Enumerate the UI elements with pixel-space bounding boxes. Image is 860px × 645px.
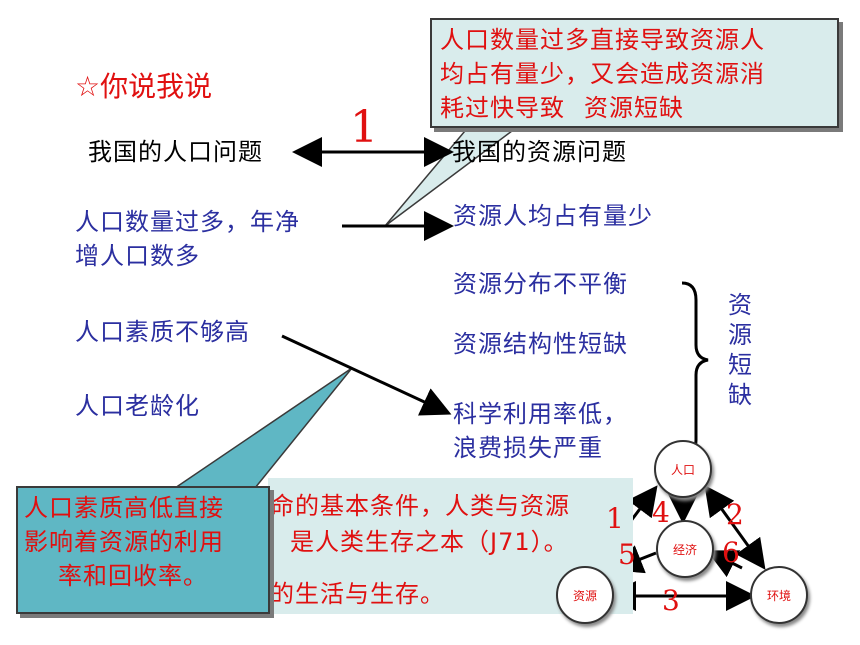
callout-bottom-line-3: 率和回收率。 xyxy=(58,562,208,590)
right-header: 我国的资源问题 xyxy=(452,138,627,166)
partial-text-2: 是人类生存之本（J71）。 xyxy=(290,528,569,556)
callout-top-line-1: 人口数量过多直接导致资源人 xyxy=(440,26,765,54)
brace-label-text: 资源短缺 xyxy=(728,291,752,409)
partial-text-3: 的生活与生存。 xyxy=(270,580,445,608)
callout-top-line-3: 耗过快导致 xyxy=(440,94,565,122)
callout-bottom-line-2: 影响着资源的利用 xyxy=(24,528,224,556)
node-resource: 资源 xyxy=(556,566,614,624)
partial-text-1: 命的基本条件，人类与资源 xyxy=(270,492,570,520)
callout-bottom-line-1: 人口素质高低直接 xyxy=(24,494,224,522)
arrow-6 xyxy=(706,550,743,578)
right-item-4a: 科学利用率低， xyxy=(453,400,628,428)
diagram-number-1: 1 xyxy=(606,502,624,535)
node-economy: 经济 xyxy=(656,520,714,578)
diagram-number-5: 5 xyxy=(618,538,636,571)
quality-arrow xyxy=(281,334,452,416)
left-header: 我国的人口问题 xyxy=(88,138,263,166)
node-environment: 环境 xyxy=(750,566,808,624)
callout-top-highlight: 资源短缺 xyxy=(582,92,722,124)
callout-top: 人口数量过多直接导致资源人 均占有量少，又会造成资源消 耗过快导致 资源短缺 xyxy=(430,18,839,128)
callout-bottom-pointer xyxy=(172,367,353,489)
diagram-number-4: 4 xyxy=(652,496,670,529)
arrow-number-top: 1 xyxy=(350,102,378,153)
diagram-number-6: 6 xyxy=(722,536,740,569)
arrow-2 xyxy=(704,485,766,570)
left-item-2: 人口素质不够高 xyxy=(75,318,250,346)
node-population: 人口 xyxy=(654,440,712,498)
diagram-number-3: 3 xyxy=(662,584,680,617)
left-item-1a: 人口数量过多，年净 xyxy=(75,208,300,236)
left-item-3: 人口老龄化 xyxy=(75,392,200,420)
brace-label: 资源短缺 xyxy=(726,290,754,410)
brace xyxy=(681,281,709,458)
right-item-4b: 浪费损失严重 xyxy=(453,434,603,462)
callout-bottom: 人口素质高低直接 影响着资源的利用 率和回收率。 xyxy=(16,486,270,614)
left-item-1b: 增人口数多 xyxy=(75,242,200,270)
diagram-number-2: 2 xyxy=(726,498,744,531)
right-item-2: 资源分布不平衡 xyxy=(453,270,628,298)
page-title: ☆你说我说 xyxy=(75,70,213,103)
right-item-1: 资源人均占有量少 xyxy=(453,202,653,230)
right-item-3: 资源结构性短缺 xyxy=(453,330,628,358)
callout-top-line-2: 均占有量少，又会造成资源消 xyxy=(440,60,765,88)
